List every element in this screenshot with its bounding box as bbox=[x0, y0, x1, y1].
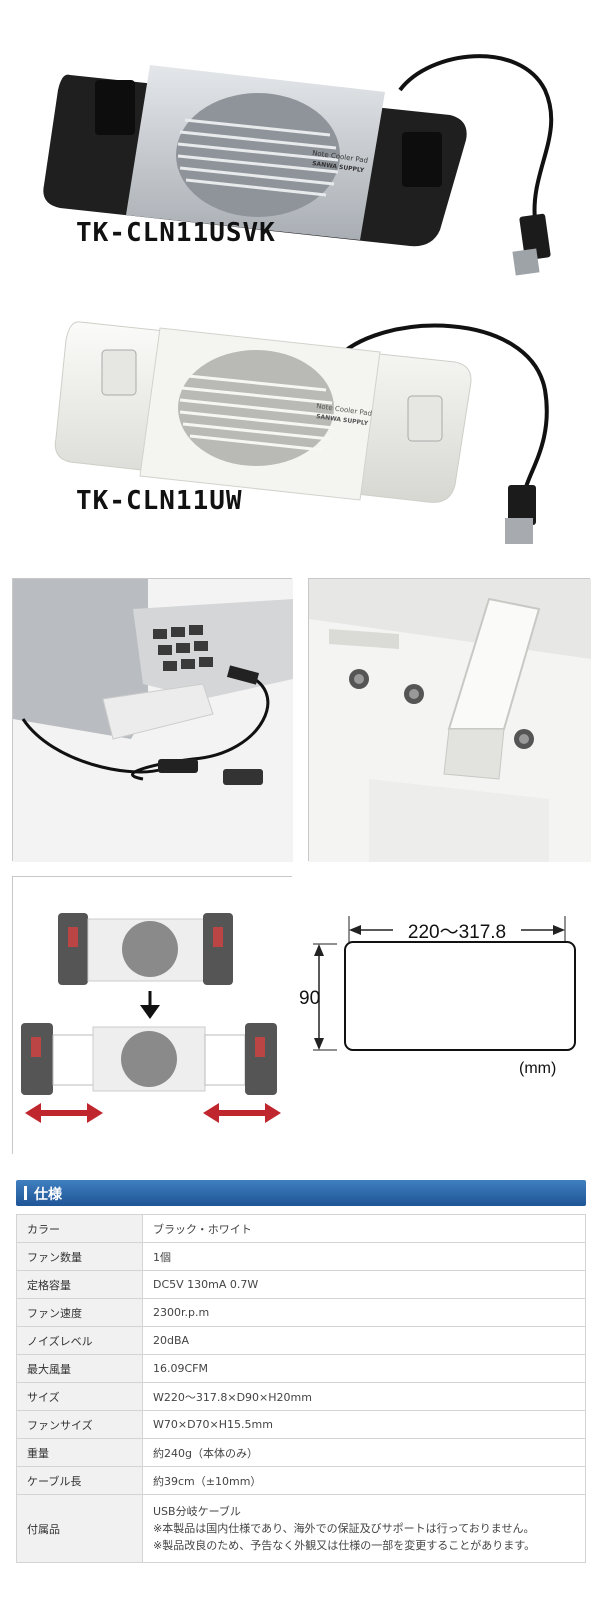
width-dimension: 220〜317.8 bbox=[408, 922, 506, 943]
table-row: カラーブラック・ホワイト bbox=[16, 1214, 586, 1243]
expansion-diagram bbox=[12, 876, 293, 1155]
usage-photo-clip-closeup bbox=[308, 578, 591, 862]
model-label-white: TK-CLN11UW bbox=[76, 486, 243, 516]
product-image-white: Note Cooler Pad SANWA SUPPLY TK-CLN11UW bbox=[0, 300, 600, 560]
spec-title: 仕様 bbox=[34, 1187, 62, 1203]
cooler-pad-black-illustration: Note Cooler Pad SANWA SUPPLY bbox=[43, 54, 554, 276]
model-label-black: TK-CLN11USVK bbox=[76, 218, 276, 248]
header-bar-icon bbox=[24, 1186, 27, 1200]
dimension-drawing: 220〜317.8 90 (mm) bbox=[299, 910, 595, 1110]
unit-label: (mm) bbox=[519, 1060, 556, 1077]
product-image-black: Note Cooler Pad SANWA SUPPLY TK-CLN11USV… bbox=[0, 20, 600, 276]
table-row: 重量約240g（本体のみ） bbox=[16, 1438, 586, 1467]
cooler-pad-white-illustration: Note Cooler Pad SANWA SUPPLY bbox=[54, 321, 549, 544]
table-row: 付属品 USB分岐ケーブル ※本製品は国内仕様であり、海外での保証及びサポートは… bbox=[16, 1494, 586, 1563]
table-row: ケーブル長約39cm（±10mm） bbox=[16, 1466, 586, 1495]
depth-dimension: 90 bbox=[299, 988, 320, 1009]
spec-section-header: 仕様 bbox=[16, 1180, 586, 1206]
usage-photo-laptop bbox=[12, 578, 293, 862]
